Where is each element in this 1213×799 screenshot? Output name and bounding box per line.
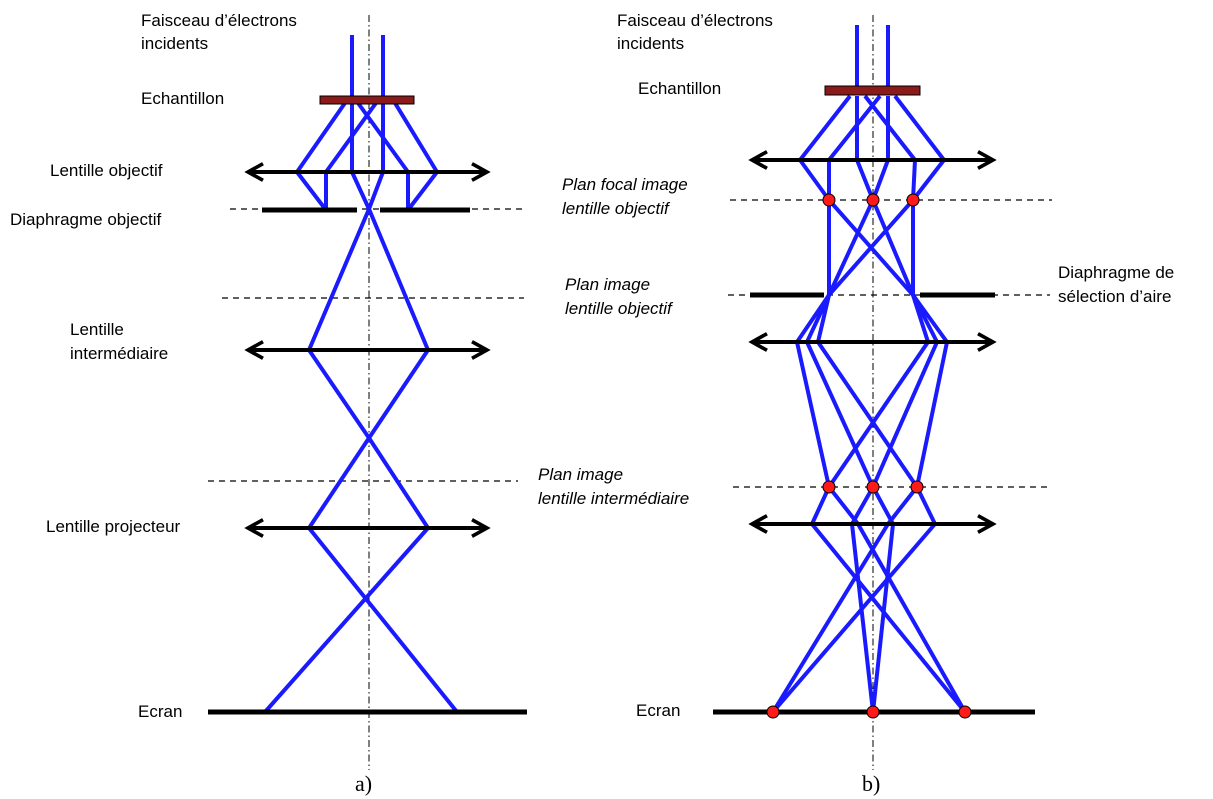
sad-aperture-label-line2: sélection d’aire	[1058, 287, 1171, 306]
objective-lens-label: Lentille objectif	[50, 161, 163, 180]
sample-bar	[824, 85, 921, 96]
spot-intermediate-left	[822, 480, 836, 494]
objective-aperture-label: Diaphragme objectif	[10, 210, 161, 229]
spot-screen-left	[766, 705, 780, 719]
image-plane-intermediate-label-line2: lentille intermédiaire	[538, 489, 689, 508]
image-plane-objective-label-line1: Plan image	[565, 275, 650, 294]
electron-rays	[771, 25, 967, 714]
sample-label: Echantillon	[638, 79, 721, 98]
spot-screen-right	[958, 705, 972, 719]
panel-a-caption: a)	[355, 771, 372, 796]
beam-label-line1: Faisceau d’électrons	[617, 11, 773, 30]
screen-label: Ecran	[138, 702, 182, 721]
transmitted-ray-left	[307, 103, 459, 714]
screen-label: Ecran	[636, 701, 680, 720]
panel-a-normal-imaging-mode: Faisceau d’électrons incidents Echantill…	[10, 11, 527, 796]
image-plane-intermediate-label-line1: Plan image	[538, 465, 623, 484]
electron-rays	[263, 35, 459, 714]
spot-intermediate-center	[866, 480, 880, 494]
diffraction-spots	[766, 193, 972, 719]
beam-label-line2: incidents	[617, 34, 684, 53]
sad-aperture-label-line1: Diaphragme de	[1058, 263, 1174, 282]
intermediate-lens-label-line1: Lentille	[70, 320, 124, 339]
beam-label-line1: Faisceau d’électrons	[141, 11, 297, 30]
diffracted-ray-right	[393, 101, 439, 212]
projector-lens-label: Lentille projecteur	[46, 517, 181, 536]
spot-focal-center	[866, 193, 880, 207]
spot-intermediate-right	[910, 480, 924, 494]
sample-label: Echantillon	[141, 89, 224, 108]
panel-b-diffraction-mode: Faisceau d’électrons incidents Echantill…	[538, 11, 1174, 796]
spot-focal-left	[822, 193, 836, 207]
beam-label-line2: incidents	[141, 34, 208, 53]
focal-plane-label-line1: Plan focal image	[562, 175, 688, 194]
spot-focal-right	[906, 193, 920, 207]
spot-screen-center	[866, 705, 880, 719]
focal-plane-label-line2: lentille objectif	[562, 199, 671, 218]
intermediate-lens-label-line2: intermédiaire	[70, 344, 168, 363]
sample-bar	[319, 95, 415, 105]
image-plane-objective-label-line2: lentille objectif	[565, 299, 674, 318]
panel-b-caption: b)	[862, 771, 880, 796]
